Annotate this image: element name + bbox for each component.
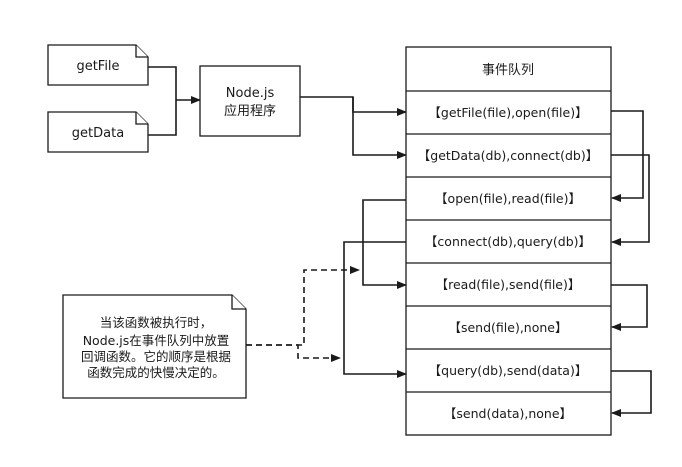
loop-read-to-send (611, 284, 648, 331)
note-line-2: Node.js在事件队列中放置 (83, 333, 230, 348)
queue-item-7: 【query(db),send(data)】 (429, 363, 588, 378)
getfile-document: getFile (47, 44, 149, 86)
node-label-line2: 应用程序 (224, 103, 276, 119)
input-merge-connector (148, 66, 177, 136)
note-pointer-lower (246, 344, 341, 362)
queue-item-2: 【getData(db),connect(db)】 (418, 148, 598, 163)
event-queue: 事件队列 【getFile(file),open(file)】 【getData… (405, 46, 612, 436)
getfile-label: getFile (76, 59, 119, 74)
loop-query-to-senddata (611, 370, 652, 417)
node-label-line1: Node.js (226, 86, 275, 101)
queue-title: 事件队列 (482, 63, 534, 78)
node-app-box: Node.js 应用程序 (199, 65, 301, 137)
note-line-3: 回调函数。它的顺序是根据 (81, 349, 231, 364)
queue-item-1: 【getFile(file),open(file)】 (428, 105, 587, 120)
getdata-document: getData (47, 111, 149, 153)
note-line-4: 函数完成的快慢决定的。 (87, 365, 225, 380)
getdata-label: getData (72, 126, 124, 141)
queue-item-8: 【send(data),none】 (444, 406, 572, 421)
loop-connect-to-query (343, 241, 407, 378)
note-line-1: 当该函数被执行时， (100, 315, 213, 330)
queue-item-6: 【send(file),none】 (448, 320, 567, 335)
queue-item-4: 【connect(db),query(db)】 (425, 234, 591, 249)
queue-item-3: 【open(file),read(file)】 (435, 191, 581, 206)
arrow-node-to-getdata (352, 97, 407, 159)
note-pointer-upper (246, 266, 360, 346)
queue-item-5: 【read(file),send(file)】 (436, 277, 581, 292)
note-callout: 当该函数被执行时， Node.js在事件队列中放置 回调函数。它的顺序是根据 函… (62, 294, 247, 399)
loop-getdata-to-connect (611, 154, 650, 246)
